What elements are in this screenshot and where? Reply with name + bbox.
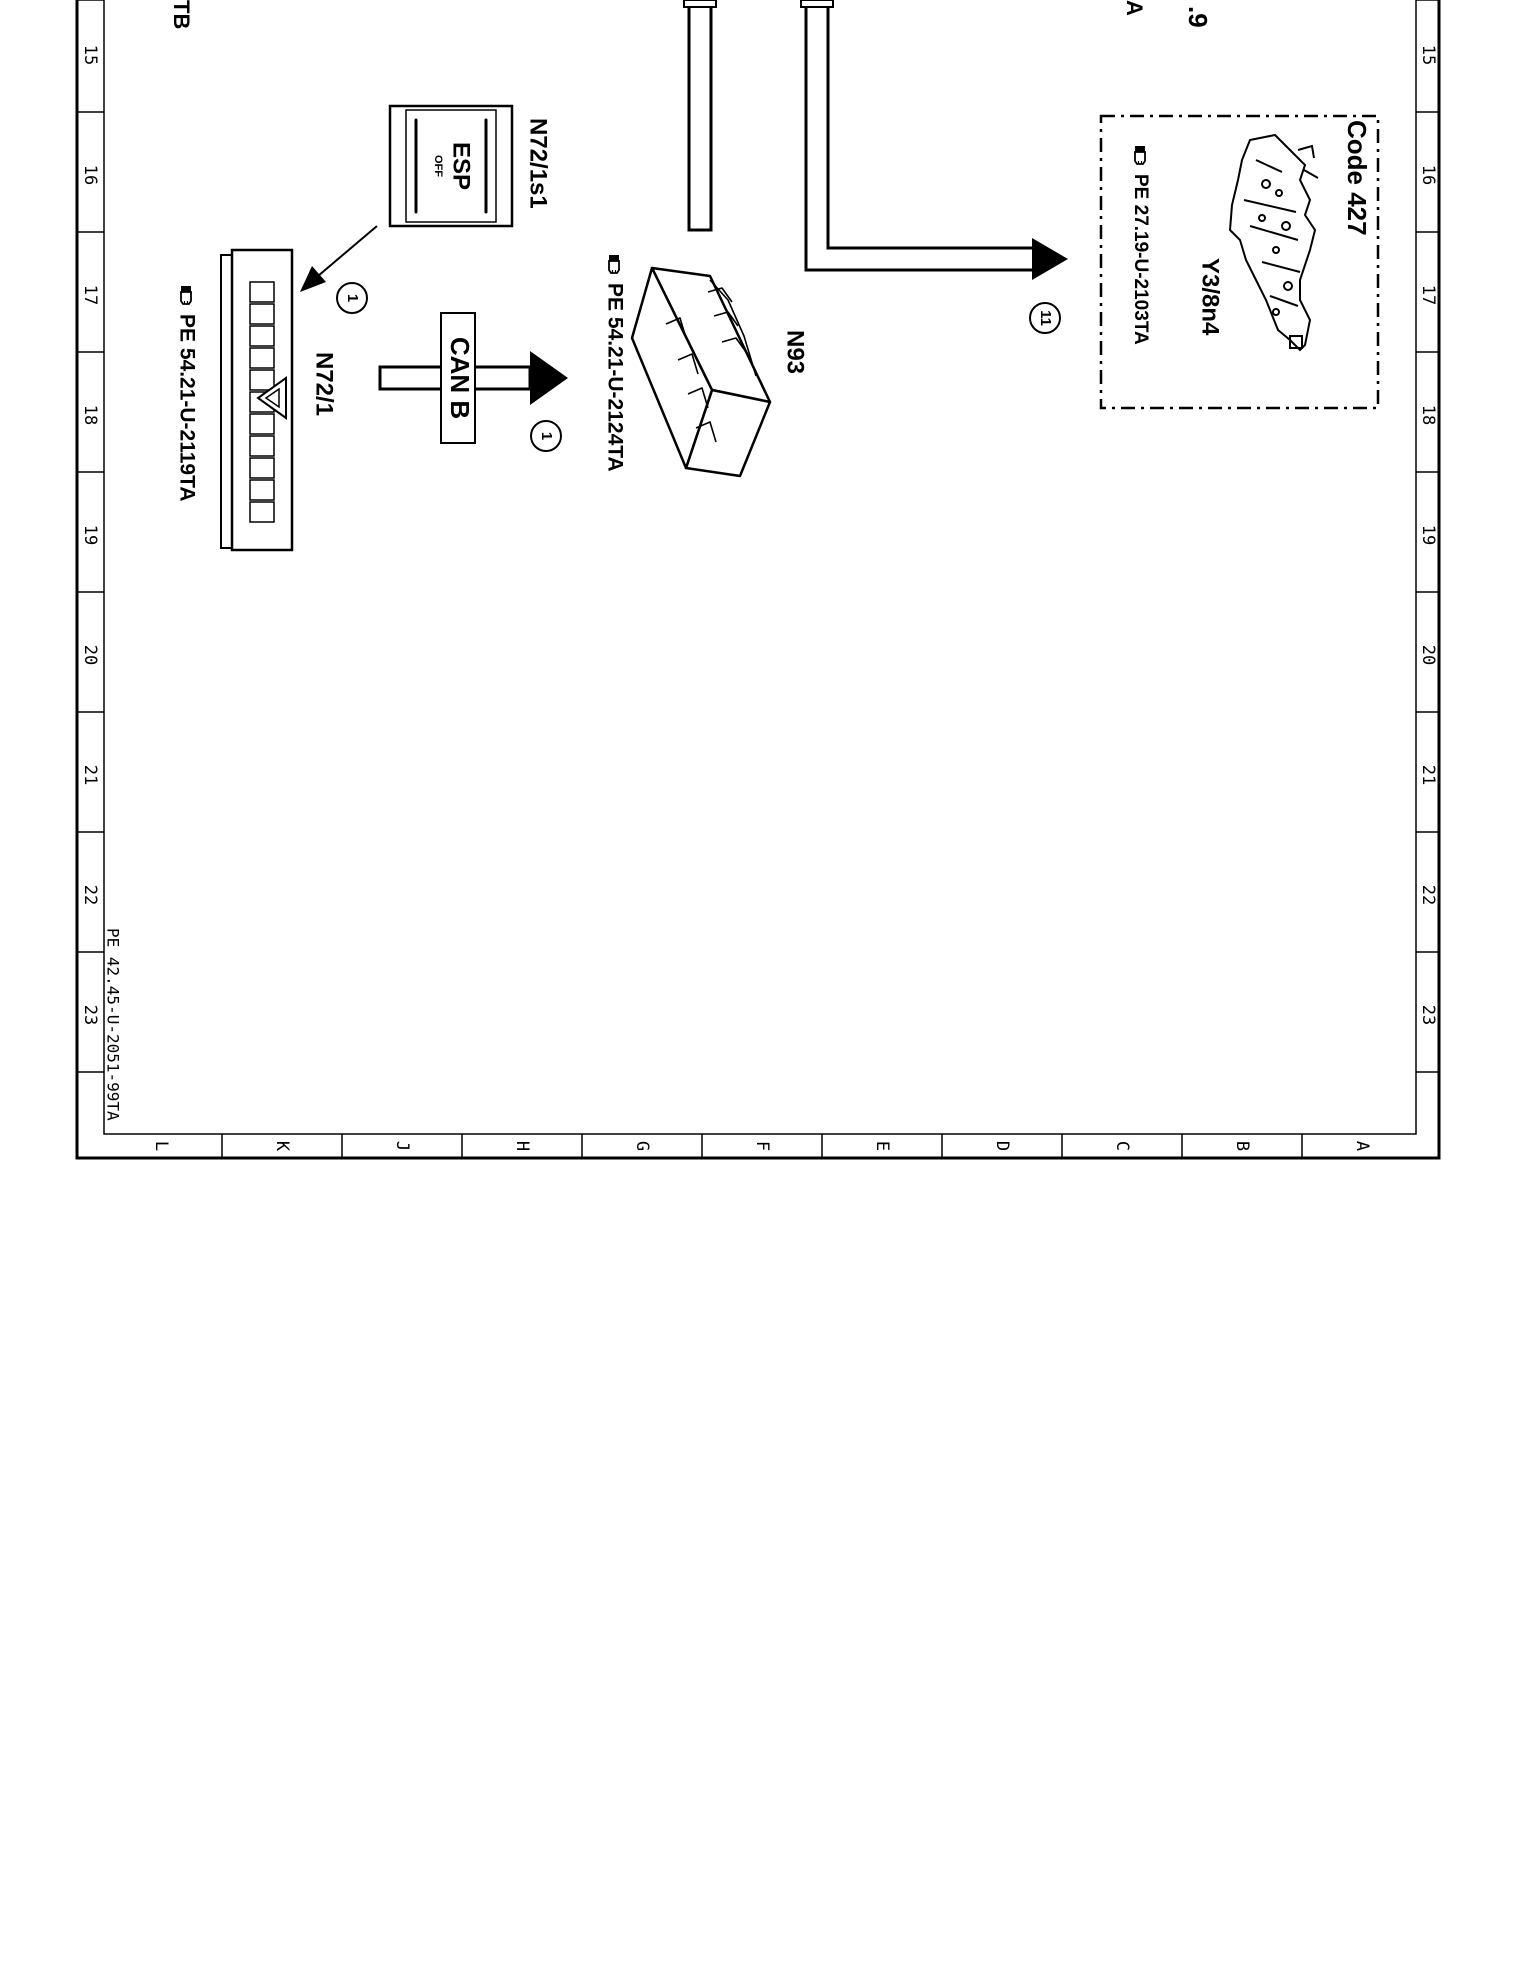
y3-8n4-label: Y3/8n4 xyxy=(1197,258,1224,336)
reference-hand-icon xyxy=(180,285,192,305)
svg-text:1: 1 xyxy=(344,294,361,302)
row-numbers-right: 15 16 17 18 19 20 21 22 23 xyxy=(1418,45,1438,1025)
row-number: 21 xyxy=(80,765,100,785)
column-letter: G xyxy=(632,1141,652,1151)
row-number: 15 xyxy=(1418,45,1438,65)
row-number: 21 xyxy=(1418,765,1438,785)
esp-to-panel-arrow xyxy=(300,225,378,292)
column-letter: E xyxy=(872,1141,892,1151)
column-letter: H xyxy=(512,1141,532,1151)
n72-1-label: N72/1 xyxy=(311,352,338,416)
svg-text:11: 11 xyxy=(1037,310,1054,326)
row-number: 19 xyxy=(80,525,100,545)
column-letter: A xyxy=(1352,1141,1372,1151)
column-letter: B xyxy=(1232,1141,1252,1151)
option-code-label: Code 427 xyxy=(1342,120,1372,236)
row-numbers-left: 15 16 17 18 19 20 21 22 23 xyxy=(80,45,100,1025)
column-letter: K xyxy=(272,1141,292,1152)
row-number: 20 xyxy=(80,645,100,665)
reference-hand-icon xyxy=(1134,145,1146,165)
y3-8n4-doc-ref: PE 27.19-U-2103TA xyxy=(1130,174,1151,345)
reference-hand-icon xyxy=(608,254,620,274)
column-letter: D xyxy=(992,1141,1012,1151)
wire-to-y3-8n4 xyxy=(800,0,1068,280)
row-number: 19 xyxy=(1418,525,1438,545)
clipped-label-right-1: .9 xyxy=(1183,6,1213,28)
callout-1-panel: 1 xyxy=(336,282,368,314)
esp-off-switch: ESP OFF xyxy=(388,104,514,228)
arrow-head xyxy=(1032,238,1068,280)
callout-1-bus: 1 xyxy=(530,420,562,452)
can-b-bus-arrow: CAN B xyxy=(378,312,568,444)
row-number: 23 xyxy=(1418,1005,1438,1025)
row-ticks xyxy=(77,0,1439,1073)
row-number: 17 xyxy=(80,285,100,305)
row-number: 22 xyxy=(80,885,100,905)
row-number: 20 xyxy=(1418,645,1438,665)
clipped-label-right-2: A xyxy=(1122,0,1147,16)
n72-1-switch-panel xyxy=(220,248,294,552)
n93-doc-ref: PE 54.21-U-2124TA xyxy=(603,283,626,472)
n72-1-doc-ref: PE 54.21-U-2119TA xyxy=(175,314,198,502)
row-number: 18 xyxy=(80,405,100,425)
clipped-label-left: TB xyxy=(169,0,194,29)
wire-to-n93 xyxy=(683,0,717,232)
valve-body-illustration xyxy=(1228,133,1319,352)
row-number: 18 xyxy=(1418,405,1438,425)
column-letter: L xyxy=(151,1141,171,1151)
column-letters: L K J H G F E D C B A xyxy=(151,1141,1372,1152)
column-letter: J xyxy=(392,1141,412,1151)
column-ticks xyxy=(221,1134,1303,1158)
esp-face-label: ESP xyxy=(448,142,475,190)
esp-off-face-label: OFF xyxy=(432,155,444,177)
drawing-frame xyxy=(75,0,1441,1160)
callout-11: 11 xyxy=(1029,302,1061,334)
n93-module xyxy=(630,266,772,478)
hazard-warning-icon xyxy=(256,376,287,420)
svg-text:1: 1 xyxy=(538,432,555,440)
row-number: 16 xyxy=(80,165,100,185)
row-number: 17 xyxy=(1418,285,1438,305)
row-number: 23 xyxy=(80,1005,100,1025)
column-letter: F xyxy=(752,1141,772,1151)
can-b-label: CAN B xyxy=(445,337,475,419)
row-number: 16 xyxy=(1418,165,1438,185)
column-letter: C xyxy=(1112,1141,1132,1151)
option-box-code-427: Code 427 Y3/8n4 PE 27.19-U-2103TA xyxy=(1099,114,1380,410)
n72-1s1-label: N72/1s1 xyxy=(525,118,552,209)
document-number: PE 42.45-U-2051-99TA xyxy=(104,928,123,1121)
n93-label: N93 xyxy=(782,330,809,374)
row-number: 22 xyxy=(1418,885,1438,905)
row-number: 15 xyxy=(80,45,100,65)
